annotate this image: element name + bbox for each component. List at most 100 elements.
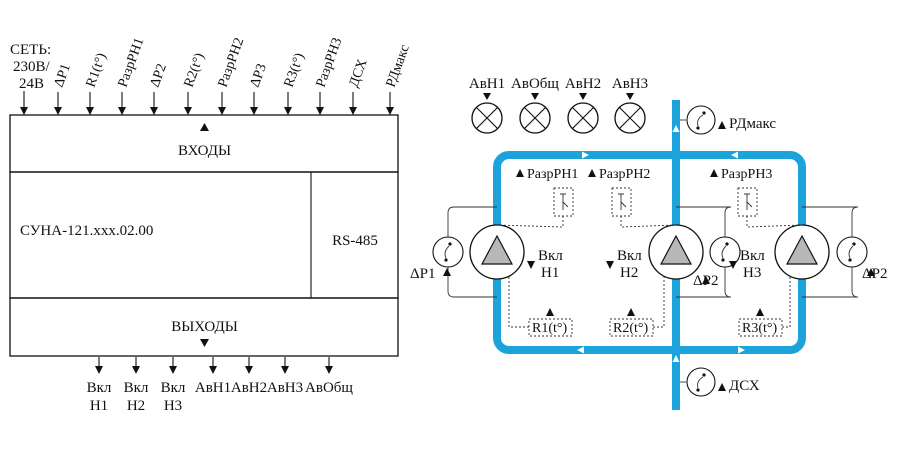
power-label-line-1: СЕТЬ: — [10, 42, 51, 58]
down-arrow-icon — [169, 366, 177, 374]
down-arrow-icon — [209, 366, 217, 374]
flow-arrow-icon — [731, 151, 738, 159]
alarm-lamp: АвН3 — [612, 76, 648, 134]
output-label-line-2: Н2 — [127, 398, 145, 414]
down-arrow-icon — [95, 366, 103, 374]
enable-switch: РазрРН2 — [588, 167, 650, 217]
temperature-sensor: R1(t°) — [528, 308, 573, 337]
down-arrow-icon — [281, 366, 289, 374]
down-arrow-icon — [349, 107, 357, 115]
input-label: РазрРН2 — [216, 36, 248, 89]
input-label: ΔP2 — [148, 62, 170, 89]
inputs-label: ВХОДЫ — [178, 143, 231, 159]
flow-arrow-icon — [672, 125, 680, 132]
sensor-marker-icon — [702, 276, 710, 284]
down-arrow-icon — [626, 93, 634, 100]
inputs-up-arrow-icon — [200, 123, 209, 131]
power-input-arrow — [20, 91, 28, 115]
output-signal: АвН3 — [267, 357, 303, 396]
alarm-lamp: АвОбщ — [511, 76, 559, 134]
input-label: РДмакс — [384, 43, 413, 89]
outputs-label: ВЫХОДЫ — [171, 319, 238, 335]
input-label: R2(t°) — [182, 51, 208, 89]
down-arrow-icon — [118, 107, 126, 115]
temperature-sensor: R3(t°) — [738, 308, 783, 337]
sensor-marker-icon — [867, 268, 875, 276]
down-arrow-icon — [54, 107, 62, 115]
enable-label: РазрРН3 — [721, 167, 772, 182]
input-signal: РазрРН1 — [116, 36, 148, 115]
sensor-marker-icon — [718, 121, 726, 129]
rd-max-label: РДмакс — [729, 116, 776, 132]
output-signal: АвОбщ — [305, 357, 353, 396]
sensor-marker-icon — [756, 308, 764, 316]
down-arrow-icon — [527, 261, 535, 269]
input-label: ДСХ — [347, 57, 371, 89]
input-signal: ΔP2 — [148, 62, 170, 115]
flow-arrow-icon — [738, 346, 745, 354]
flow-arrow-icon — [582, 151, 589, 159]
input-label: ΔP3 — [248, 62, 270, 89]
down-arrow-icon — [579, 93, 587, 100]
model-label: СУНА-121.ххх.02.00 — [20, 223, 153, 239]
lamp-label: АвН3 — [612, 76, 648, 92]
input-signal: R3(t°) — [282, 51, 308, 115]
output-label-line-1: АвН1 — [195, 380, 231, 396]
down-arrow-icon — [284, 107, 292, 115]
dp-label: ΔP2 — [693, 273, 719, 289]
input-label: РазрРН3 — [314, 36, 346, 89]
enable-switch: РазрРН3 — [710, 167, 772, 217]
down-arrow-icon — [150, 107, 158, 115]
power-label-line-3: 24В — [19, 76, 44, 92]
input-signal: РазрРН2 — [216, 36, 248, 115]
sensor-marker-icon — [627, 308, 635, 316]
input-label: РазрРН1 — [116, 36, 148, 89]
run-label: Вкл — [740, 248, 765, 264]
lamp-label: АвН1 — [469, 76, 505, 92]
run-label: Вкл — [538, 248, 563, 264]
output-label-line-2: Н3 — [164, 398, 182, 414]
down-arrow-icon — [218, 107, 226, 115]
enable-label: РазрРН1 — [527, 167, 578, 182]
down-arrow-icon — [20, 107, 28, 115]
dsh-sensor: ДСХ — [680, 367, 760, 397]
down-arrow-icon — [386, 107, 394, 115]
input-signal: РазрРН3 — [314, 36, 346, 115]
output-label-line-1: Вкл — [161, 380, 186, 396]
dp-label: ΔP1 — [410, 266, 436, 282]
sensor-marker-icon — [710, 169, 718, 177]
down-arrow-icon — [316, 107, 324, 115]
input-signal: ДСХ — [347, 57, 371, 115]
down-arrow-icon — [132, 366, 140, 374]
output-label-line-1: АвОбщ — [305, 380, 353, 396]
temperature-label: R3(t°) — [742, 321, 777, 336]
input-signal: РДмакс — [384, 43, 413, 115]
input-label: ΔP1 — [52, 62, 74, 89]
alarm-lamp: АвН1 — [469, 76, 505, 134]
temperature-sensor: R2(t°) — [609, 308, 654, 337]
output-signal: АвН2 — [231, 357, 267, 396]
sensor-marker-icon — [546, 308, 554, 316]
switch-contact-icon — [744, 193, 753, 210]
switch-contact-icon — [560, 193, 569, 210]
dsh-label: ДСХ — [729, 378, 760, 394]
rd-max-sensor: РДмакс — [680, 105, 776, 135]
output-label-line-1: АвН3 — [267, 380, 303, 396]
pressure-switch-icon — [686, 105, 716, 135]
differential-pressure-switch-icon — [709, 236, 741, 268]
outputs-section — [9, 297, 399, 357]
alarm-lamp: АвН2 — [565, 76, 601, 134]
sensor-marker-icon — [516, 169, 524, 177]
